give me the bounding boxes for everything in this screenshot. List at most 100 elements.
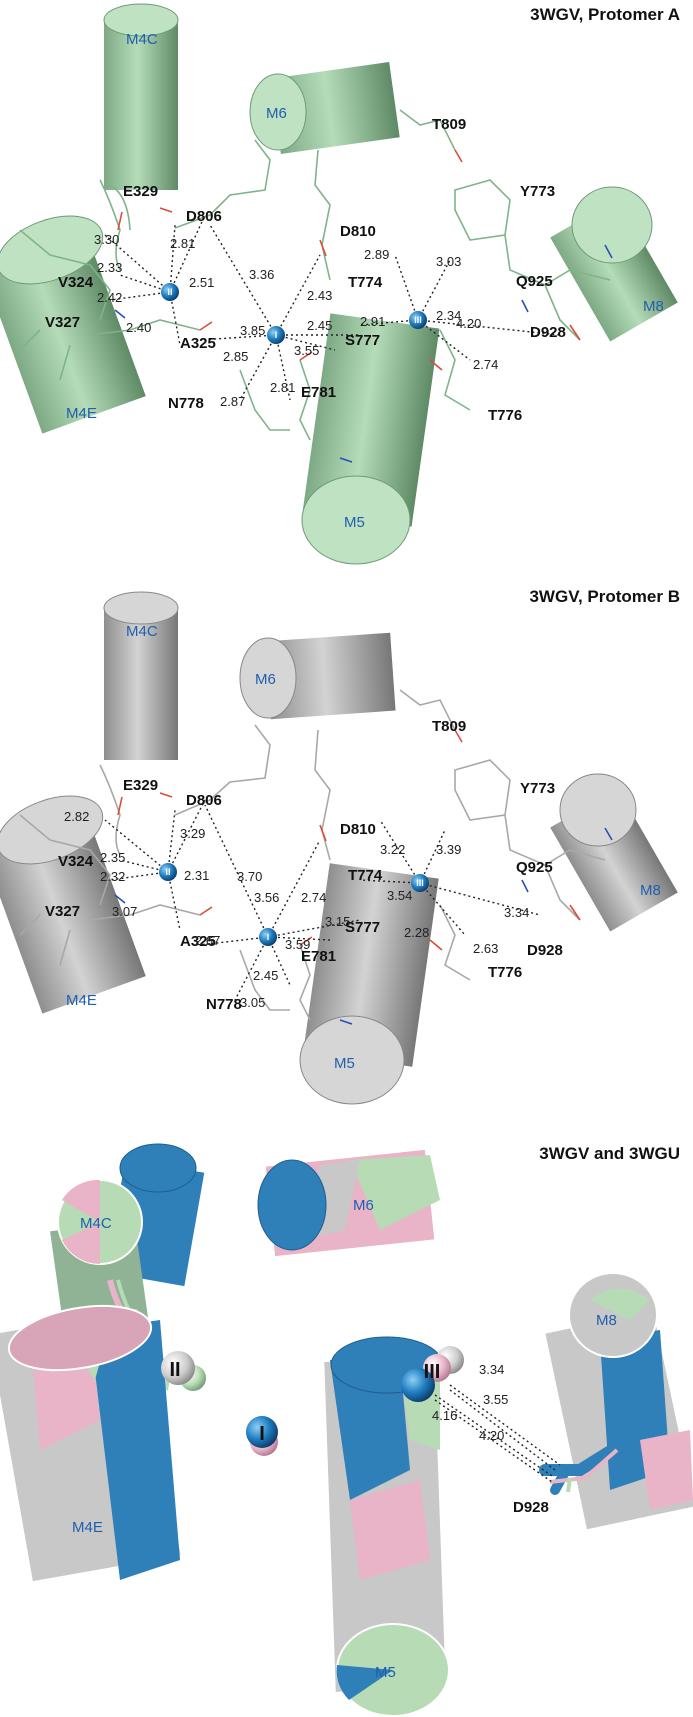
distance-label: 2.67 [195,933,220,948]
residue-label: Y773 [520,183,555,200]
distance-label: 2.31 [184,868,209,883]
residue-label: Q925 [516,273,553,290]
coordination-lines-c [434,1384,561,1483]
distance-label: 2.42 [97,290,122,305]
distance-label: 4.20 [456,316,481,331]
panel-a-title: 3WGV, Protomer A [530,5,680,24]
distance-label: 3.30 [94,232,119,247]
hetero-atoms-b [114,729,613,1025]
ion-iii-b: III [411,874,429,892]
side-chain-sticks-a [19,109,611,441]
distance-labels-a: 3.30 2.81 2.33 2.42 2.51 3.36 2.89 3.03 … [94,232,498,409]
distance-label: 3.85 [240,323,265,338]
ion-i-a: I [267,326,285,344]
distance-label: 3.07 [112,904,137,919]
panel-superposition: 3WGV and 3WGU M4C M6 M [0,1143,693,1717]
residue-label: E329 [123,777,158,794]
distance-label: 3.39 [436,842,461,857]
residue-label: E781 [301,384,336,401]
residue-label: T774 [348,867,383,884]
ion-i-c: I [246,1416,278,1456]
distance-label: 2.33 [97,260,122,275]
svg-text:II: II [169,1359,180,1381]
svg-text:I: I [259,1423,265,1445]
residue-label: E781 [301,948,336,965]
residue-labels-b: T809 Y773 E329 D806 D810 Q925 V324 T774 … [45,718,563,1013]
panel-protomer-b: 3WGV, Protomer B M4C M6 M8 M4E M5 [0,587,680,1105]
coordination-lines-a [104,214,561,401]
distance-label: 2.45 [307,318,332,333]
helix-m4c: M4C [103,3,179,190]
distance-label: 2.91 [360,314,385,329]
residue-label: D810 [340,821,376,838]
residue-label: S777 [345,332,380,349]
distance-label: 2.74 [473,357,498,372]
distance-label: 2.34 [436,308,461,323]
svg-text:III: III [416,878,424,888]
helix-label-m4c: M4C [126,623,158,640]
residue-label: S777 [345,919,380,936]
helix-m4c-b: M4C [103,591,179,760]
distance-label: 3.03 [436,254,461,269]
distance-label: 2.35 [100,850,125,865]
svg-text:II: II [167,287,172,297]
helix-m5-b: M5 [299,863,439,1105]
coordination-lines-b [104,799,541,1001]
residue-label: Y773 [520,780,555,797]
distance-label: 2.82 [64,809,89,824]
residue-label: V324 [58,853,94,870]
distance-label: 3.55 [483,1392,508,1407]
svg-text:I: I [275,330,278,340]
helix-m6-c: M6 [257,1149,440,1257]
helix-label-m5: M5 [375,1664,396,1681]
residue-label: D928 [530,324,566,341]
distance-label: 3.05 [240,995,265,1010]
ion-i-b: I [259,928,277,946]
distance-label: 3.15 [325,914,350,929]
svg-text:III: III [414,315,422,325]
residue-label: N778 [168,395,204,412]
residue-label: T774 [348,274,383,291]
ion-iii-c: III [401,1346,464,1402]
helix-m6: M6 [249,62,400,154]
distance-label: 2.32 [100,869,125,884]
ion-ii-c: II [161,1351,206,1391]
residue-label: E329 [123,183,158,200]
hetero-atoms-a [114,149,613,463]
helix-label-m5: M5 [344,514,365,531]
distance-label: 4.20 [479,1428,504,1443]
distance-label: 3.34 [479,1362,504,1377]
distance-label: 2.51 [189,275,214,290]
residue-label: A325 [180,335,216,352]
helix-m4e-c: M4E [0,1304,181,1582]
distance-label: 2.81 [170,236,195,251]
residue-label: T809 [432,116,466,133]
distance-label: 2.74 [301,890,326,905]
residue-label: V324 [58,274,94,291]
distance-label: 2.85 [223,349,248,364]
residue-label: T809 [432,718,466,735]
distance-label: 3.29 [180,826,205,841]
helix-m8-c: M8 [539,1272,693,1530]
distance-label: 3.54 [387,888,412,903]
panel-b-title: 3WGV, Protomer B [529,587,680,606]
residue-label: D928 [513,1499,549,1516]
distance-label: 3.59 [285,937,310,952]
helix-label-m4e: M4E [66,992,97,1009]
residue-label: V327 [45,314,80,331]
residue-label: T776 [488,964,522,981]
distance-label: 2.43 [307,288,332,303]
helix-label-m8: M8 [596,1312,617,1329]
residue-label: N778 [206,996,242,1013]
svg-text:III: III [424,1361,441,1383]
helix-m8: M8 [550,186,678,342]
distance-labels-c: 3.34 3.55 4.16 4.20 [432,1362,508,1443]
residue-label: D928 [527,942,563,959]
ion-ii-a: II [161,283,179,301]
residue-labels-a: T809 Y773 E329 D806 D810 Q925 V324 T774 … [45,116,566,424]
helix-label-m4e: M4E [72,1519,103,1536]
residue-label: V327 [45,903,80,920]
panel-protomer-a: 3WGV, Protomer A M4C M6 M8 M4E M5 [0,3,680,565]
panel-c-title: 3WGV and 3WGU [539,1144,680,1163]
